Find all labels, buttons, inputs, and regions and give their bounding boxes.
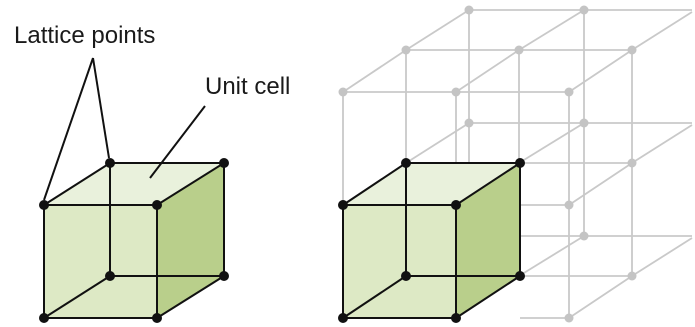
lattice-points-leader-lines <box>43 57 110 201</box>
unit-cell-top-face <box>44 163 224 205</box>
unit-cell-hidden-edges <box>43 163 224 319</box>
unit-cell-front-face <box>44 205 157 318</box>
lattice-points-label: Lattice points <box>14 22 155 49</box>
lattice-ghost-points <box>338 5 637 323</box>
lattice-cell-top-face <box>343 163 520 205</box>
lattice-cell-side-face <box>456 163 520 318</box>
unit-cell-diagram <box>39 57 229 323</box>
unit-cell-side-face <box>157 163 224 318</box>
lattice-cell-hidden-edges <box>342 163 520 319</box>
lattice-cell-points <box>338 158 525 323</box>
crystal-lattice-diagram <box>338 5 693 323</box>
unit-cell-leader-line <box>149 105 206 179</box>
lattice-cell-front-face <box>343 205 456 318</box>
unit-cell-label: Unit cell <box>205 73 290 100</box>
lattice-cell-edges <box>342 162 524 319</box>
unit-cell-lattice-points <box>39 158 229 323</box>
